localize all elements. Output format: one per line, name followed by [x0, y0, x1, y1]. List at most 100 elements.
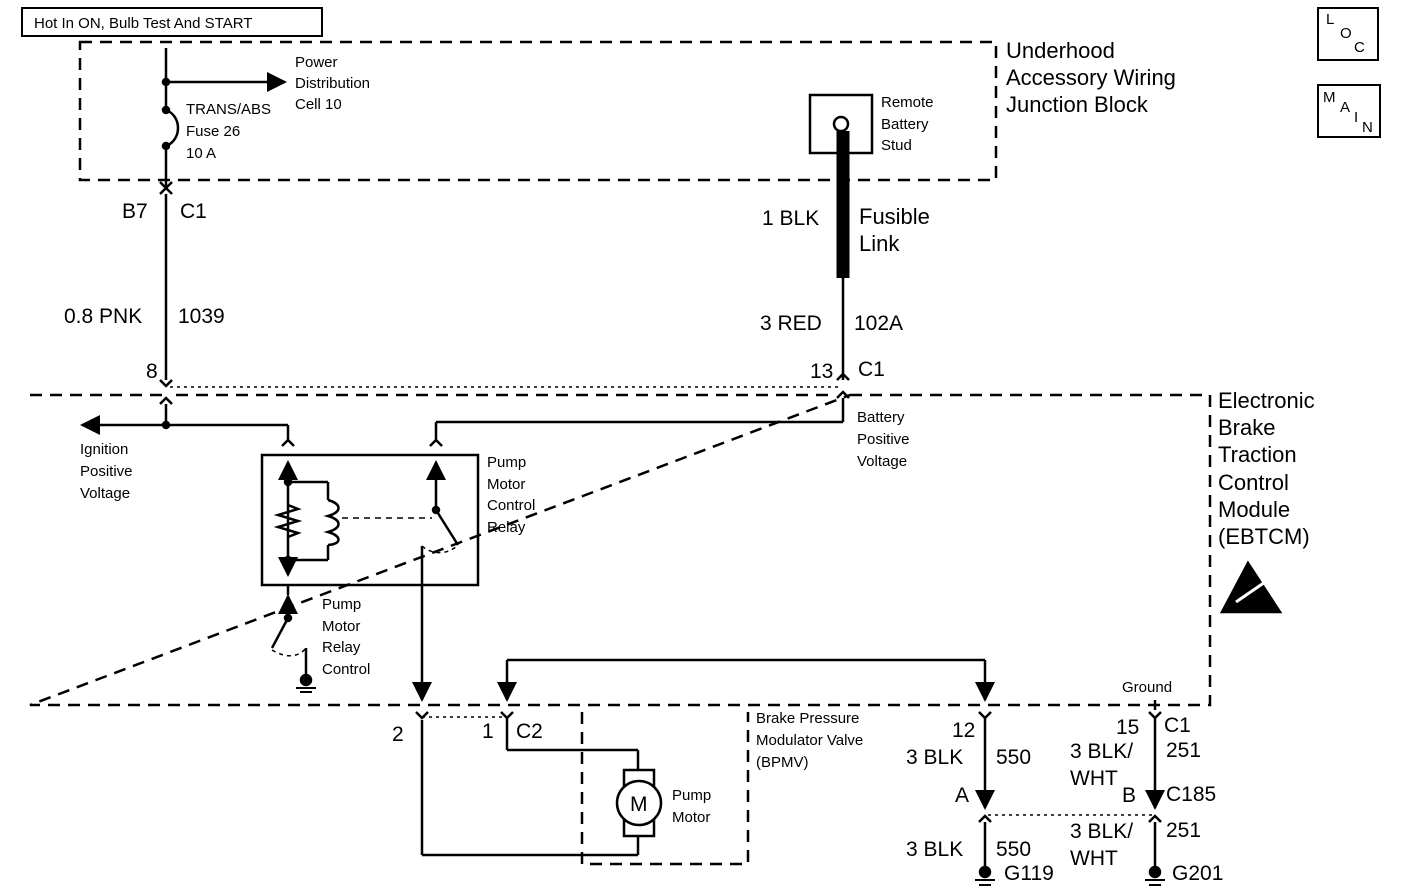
fusible-2: Link: [859, 231, 900, 256]
motor-m: M: [630, 793, 648, 816]
w550b-circuit: 550: [996, 838, 1031, 861]
splice-b: B: [1122, 784, 1136, 807]
w1039-circuit: 1039: [178, 305, 225, 328]
relay-2: Motor: [487, 476, 525, 493]
fuse-1: TRANS/ABS: [186, 101, 271, 118]
motor-1: Pump: [672, 787, 711, 804]
w251b-circuit: 251: [1166, 819, 1201, 842]
g201: G201: [1172, 862, 1223, 885]
relay-resistor: [273, 503, 303, 539]
w550-circuit: 550: [996, 746, 1031, 769]
relay-control-switch: [270, 617, 290, 649]
main-m: M: [1323, 89, 1336, 106]
header-label: Hot In ON, Bulb Test And START: [34, 15, 252, 32]
ebtcm-5: Module: [1218, 497, 1290, 522]
w102a-gauge: 3 RED: [760, 312, 822, 335]
ign-3: Voltage: [80, 485, 130, 502]
ujb-border: [78, 40, 998, 182]
w550-gauge: 3 BLK: [906, 746, 963, 769]
w251b-gauge-2: WHT: [1070, 847, 1118, 870]
pin-8: 8: [146, 360, 158, 383]
w1039-gauge: 0.8 PNK: [64, 305, 142, 328]
ign-1: Ignition: [80, 441, 128, 458]
conn-c185: C185: [1166, 783, 1216, 806]
esd-warning-icon: [1219, 560, 1283, 614]
fusible-wire: 1 BLK: [762, 207, 819, 230]
splice-a: A: [955, 784, 969, 807]
ign-2: Positive: [80, 463, 133, 480]
relay-4: Relay: [487, 519, 526, 536]
ujb-title-2: Accessory Wiring: [1006, 65, 1176, 90]
w102a-circuit: 102A: [854, 312, 903, 335]
bat-2: Positive: [857, 431, 910, 448]
pin15-connector: [1148, 711, 1162, 720]
loc-icon: [1317, 7, 1379, 61]
pin13-conn: C1: [858, 358, 885, 381]
header-box: [21, 7, 323, 37]
ujb-title-1: Underhood: [1006, 38, 1115, 63]
relayctl-2: Motor: [322, 618, 360, 635]
fusible-1: Fusible: [859, 204, 930, 229]
motor-2: Motor: [672, 809, 710, 826]
relayctl-1: Pump: [322, 596, 361, 613]
w251-circuit: 251: [1166, 739, 1201, 762]
stud-3: Stud: [881, 137, 912, 154]
b7-connector: [159, 181, 173, 195]
main-a: A: [1340, 99, 1350, 116]
ebtcm-1: Electronic: [1218, 388, 1315, 413]
pdc-1: Power: [295, 54, 338, 71]
ground-label: Ground: [1122, 679, 1172, 696]
conn-c1-top: C1: [180, 200, 207, 223]
pin-13: 13: [810, 360, 833, 383]
ebtcm-border: [29, 393, 1212, 707]
main-icon: [1317, 84, 1381, 138]
ebtcm-6: (EBTCM): [1218, 524, 1310, 549]
main-i: I: [1354, 109, 1358, 126]
relayctl-4: Control: [322, 661, 370, 678]
fuse-2: Fuse 26: [186, 123, 240, 140]
conn-c2: C2: [516, 720, 543, 743]
main-n: N: [1362, 119, 1373, 136]
bpmv-border: [580, 712, 750, 866]
pdc-3: Cell 10: [295, 96, 342, 113]
relay-3: Control: [487, 497, 535, 514]
stud-2: Battery: [881, 116, 929, 133]
pin-b7: B7: [122, 200, 148, 223]
bat-3: Voltage: [857, 453, 907, 470]
loc-l: L: [1326, 11, 1334, 28]
pin-15: 15: [1116, 716, 1139, 739]
ebtcm-3: Traction: [1218, 442, 1297, 467]
ujb-title-3: Junction Block: [1006, 92, 1149, 117]
fuse-symbol: [165, 108, 180, 148]
w550b-gauge: 3 BLK: [906, 838, 963, 861]
relay-1: Pump: [487, 454, 526, 471]
pin13-connector: [836, 372, 850, 399]
pin12-connector: [978, 711, 992, 720]
bpmv-2: Modulator Valve: [756, 732, 863, 749]
relay-switch: [434, 509, 460, 546]
motor-symbol: [615, 779, 663, 827]
relayctl-3: Relay: [322, 639, 361, 656]
bpmv-3: (BPMV): [756, 754, 809, 771]
conn-c1-bottom: C1: [1164, 714, 1191, 737]
pin2-connector: [415, 711, 429, 720]
pin8-connector: [159, 379, 173, 405]
loc-o: O: [1340, 25, 1352, 42]
loc-c: C: [1354, 39, 1365, 56]
fuse-3: 10 A: [186, 145, 216, 162]
bat-1: Battery: [857, 409, 905, 426]
w251-gauge-2: WHT: [1070, 767, 1118, 790]
g119: G119: [1004, 862, 1054, 885]
pin1-connector: [500, 711, 514, 720]
ebtcm-2: Brake: [1218, 415, 1275, 440]
stud-1: Remote: [881, 94, 934, 111]
pin-12: 12: [952, 719, 975, 742]
relay-box: [260, 453, 480, 587]
pdc-2: Distribution: [295, 75, 370, 92]
w251-gauge-1: 3 BLK/: [1070, 740, 1133, 763]
pin-2: 2: [392, 723, 404, 746]
relay-coil: [323, 498, 340, 547]
pin-1: 1: [482, 720, 494, 743]
ebtcm-4: Control: [1218, 470, 1289, 495]
